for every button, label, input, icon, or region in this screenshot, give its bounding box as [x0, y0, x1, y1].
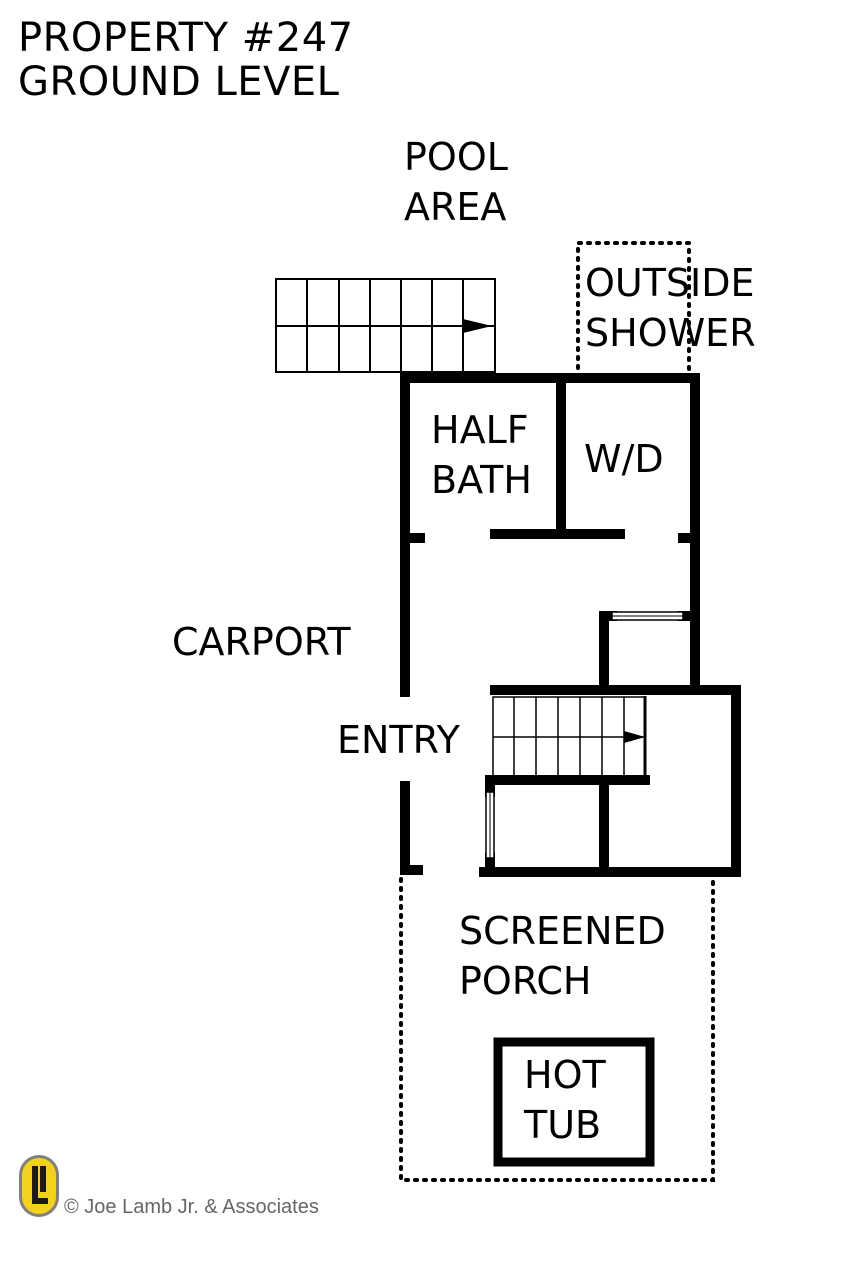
screened-porch-outline: [399, 877, 715, 1182]
label-outside-shower: OUTSIDE SHOWER: [585, 258, 756, 358]
label-wd: W/D: [584, 437, 664, 481]
copyright-text: © Joe Lamb Jr. & Associates: [64, 1196, 319, 1218]
screened-porch-line-1: SCREENED: [459, 909, 666, 953]
label-screened-porch: SCREENED PORCH: [459, 906, 666, 1006]
hot-tub-line-2: TUB: [524, 1103, 602, 1147]
half-bath-line-1: HALF: [431, 408, 529, 452]
pool-area-line-2: AREA: [404, 185, 507, 229]
label-half-bath: HALF BATH: [431, 405, 532, 505]
screened-porch-line-2: PORCH: [459, 959, 592, 1003]
interior-stairs: [492, 696, 646, 778]
outside-shower-line-2: SHOWER: [585, 311, 756, 355]
jl-logo: [19, 1155, 59, 1217]
outside-shower-line-1: OUTSIDE: [585, 261, 755, 305]
walls: [400, 373, 741, 877]
windows: [485, 611, 684, 859]
half-bath-line-2: BATH: [431, 458, 532, 502]
outside-shower-outline: [576, 241, 691, 379]
outside-stairs-arrow: [463, 319, 492, 333]
label-hot-tub: HOT TUB: [524, 1050, 606, 1150]
hot-tub-line-1: HOT: [524, 1053, 606, 1097]
outside-stairs: [275, 278, 496, 373]
label-entry: ENTRY: [337, 718, 460, 762]
label-pool-area: POOL AREA: [404, 132, 508, 232]
plan-title: PROPERTY #247 GROUND LEVEL: [18, 16, 354, 104]
label-carport: CARPORT: [172, 620, 351, 664]
title-line-1: PROPERTY #247: [18, 15, 354, 61]
pool-area-line-1: POOL: [404, 135, 508, 179]
hot-tub-outline: [493, 1037, 655, 1167]
title-line-2: GROUND LEVEL: [18, 59, 340, 105]
interior-stairs-arrow: [624, 731, 645, 743]
